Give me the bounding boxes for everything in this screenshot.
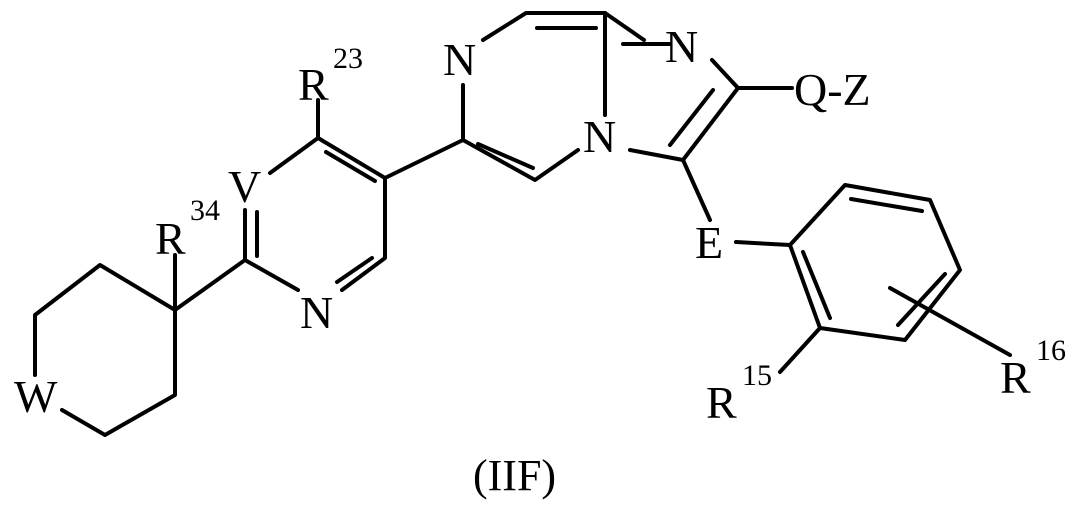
bond bbox=[803, 252, 830, 318]
atom-labels: N N N N Q-Z E V W R 23 R 34 R 15 R 16 bbox=[14, 21, 1066, 428]
bond bbox=[683, 160, 710, 220]
atom-label-n: N bbox=[583, 111, 616, 162]
atom-label-e: E bbox=[695, 217, 723, 268]
bond bbox=[670, 90, 713, 145]
bond bbox=[780, 328, 820, 372]
atom-label-v: V bbox=[228, 161, 261, 212]
substituent-r34-superscript: 34 bbox=[190, 194, 220, 227]
bond bbox=[683, 88, 738, 160]
formula-caption: (IIF) bbox=[473, 451, 556, 500]
bond bbox=[890, 288, 1010, 355]
bond bbox=[270, 100, 318, 173]
substituent-r15: R bbox=[706, 377, 737, 428]
atom-label-n: N bbox=[665, 21, 698, 72]
bond bbox=[175, 260, 245, 310]
bond bbox=[790, 185, 960, 340]
substituent-r23-superscript: 23 bbox=[333, 42, 363, 75]
bond bbox=[62, 310, 175, 435]
substituent-r15-superscript: 15 bbox=[742, 359, 772, 392]
atom-label-w: W bbox=[14, 371, 58, 422]
substituent-r34: R bbox=[155, 213, 186, 264]
group-label-qz: Q-Z bbox=[794, 64, 871, 115]
substituent-r16-superscript: 16 bbox=[1036, 334, 1066, 367]
bond bbox=[385, 140, 463, 178]
bond bbox=[318, 138, 385, 290]
substituent-r16: R bbox=[1000, 352, 1031, 403]
bond bbox=[245, 210, 298, 290]
bond bbox=[712, 60, 738, 88]
atom-label-n: N bbox=[443, 34, 476, 85]
bond bbox=[851, 199, 922, 211]
bond bbox=[736, 242, 790, 245]
bond bbox=[35, 265, 175, 375]
substituent-r23: R bbox=[298, 59, 329, 110]
atom-label-n: N bbox=[300, 287, 333, 338]
bond bbox=[630, 150, 683, 160]
